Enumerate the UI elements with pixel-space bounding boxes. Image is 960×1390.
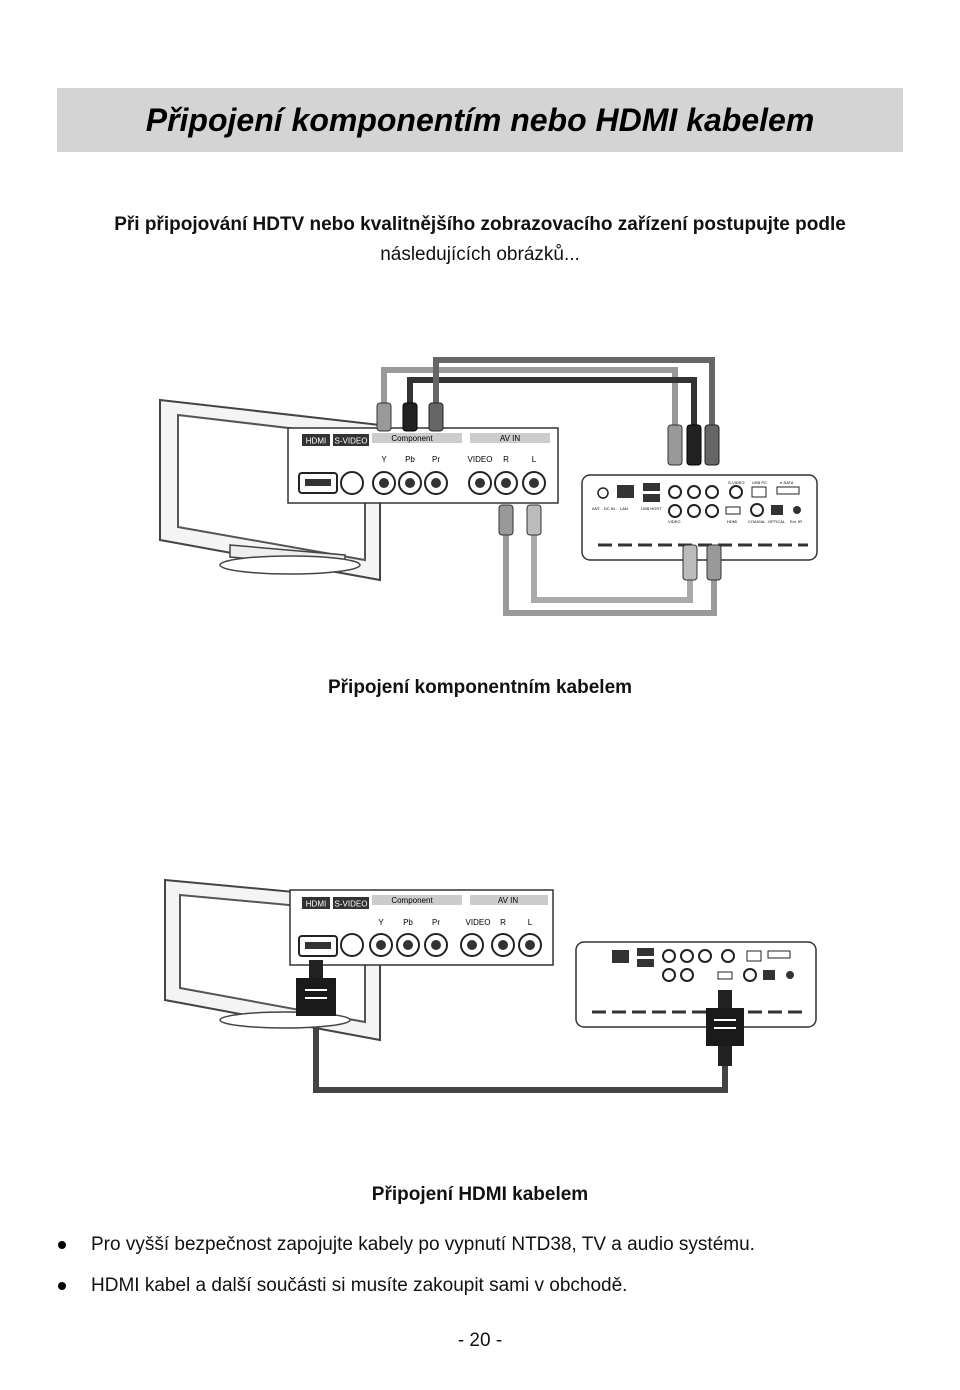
tv-hdmi-plug [296,960,336,1016]
tv-label-y: Y [381,455,387,464]
device-component-plugs [667,424,722,581]
tv-label-avin: AV IN [500,434,521,443]
dev-label-lan: LAN [620,506,628,511]
hdmi-cable [313,1020,728,1093]
tv2-label-r: R [500,918,506,927]
dev-label-video: VIDEO [668,519,680,524]
tv2-label-video: VIDEO [466,918,491,927]
list-item: Pro vyšší bezpečnost zapojujte kabely po… [58,1232,938,1258]
bullet-icon [58,1241,66,1249]
tv-back-panel: HDMI S-VIDEO Component AV IN Y Pb Pr VID… [287,427,559,504]
dev-label-ant: ANT [592,506,601,511]
dev-label-dcin: DC IN [604,506,615,511]
tv-label-pb: Pb [405,455,415,464]
tv-component-plugs [376,402,542,536]
caption-hdmi: Připojení HDMI kabelem [371,1184,589,1205]
tv2-label-avin: AV IN [498,896,519,905]
tv-back-panel-2: HDMI S-VIDEO Component AV IN Y Pb Pr VID… [289,889,554,966]
device-back-panel: ANT DC IN LAN USB HOST VIDEO S-VIDEO USB… [581,474,818,561]
tv-svideo-port [340,471,364,495]
dev-label-svideo: S-VIDEO [728,480,744,485]
device-back-panel-2 [575,941,817,1028]
dev-label-hdmi: HDMI [727,519,737,524]
dev-label-usbpc: USB PC [752,480,767,485]
intro-line-2: následujících obrázků... [380,244,580,265]
device-hdmi-plug [706,990,744,1066]
tv-label-pr: Pr [432,455,440,464]
component-cables [381,357,717,616]
notes-list: Pro vyšší bezpečnost zapojujte kabely po… [58,1232,938,1314]
note-text: Pro vyšší bezpečnost zapojujte kabely po… [91,1234,755,1255]
list-item: HDMI kabel a další součásti si musíte za… [58,1273,938,1299]
tv2-label-component: Component [391,896,433,905]
dev-label-usbhost: USB HOST [641,506,662,511]
tv-label-l: L [532,455,537,464]
tv2-label-hdmi: HDMI [306,900,326,909]
caption-component: Připojení komponentním kabelem [327,677,633,698]
tv2-label-pr: Pr [432,918,440,927]
page-number: - 20 - [457,1330,503,1351]
tv-label-svideo: S-VIDEO [335,437,368,446]
dev-label-esata: e-SATA [780,480,794,485]
note-text: HDMI kabel a další součásti si musíte za… [91,1275,628,1296]
intro-line-1: Při připojování HDTV nebo kvalitnějšího … [114,214,846,235]
tv-label-r: R [503,455,509,464]
tv2-label-y: Y [378,918,384,927]
dev-label-irin: Ext. IR [790,519,802,524]
component-connection-diagram: HDMI S-VIDEO Component AV IN Y Pb Pr VID… [159,357,818,616]
intro-text: Při připojování HDTV nebo kvalitnějšího … [40,210,920,270]
tv2-label-l: L [528,918,533,927]
page-title: Připojení komponentím nebo HDMI kabelem [145,101,815,138]
tv-label-hdmi: HDMI [306,437,326,446]
dev-label-coaxial: COAXIAL [748,519,766,524]
tv2-label-pb: Pb [403,918,413,927]
tv2-label-svideo: S-VIDEO [335,900,368,909]
tv-label-video: VIDEO [468,455,493,464]
bullet-icon [58,1282,66,1290]
hdmi-connection-diagram: HDMI S-VIDEO Component AV IN Y Pb Pr VID… [164,878,817,1093]
tv-label-component: Component [391,434,433,443]
title-bar: Připojení komponentím nebo HDMI kabelem [57,88,903,152]
dev-label-optical: OPTICAL [768,519,786,524]
